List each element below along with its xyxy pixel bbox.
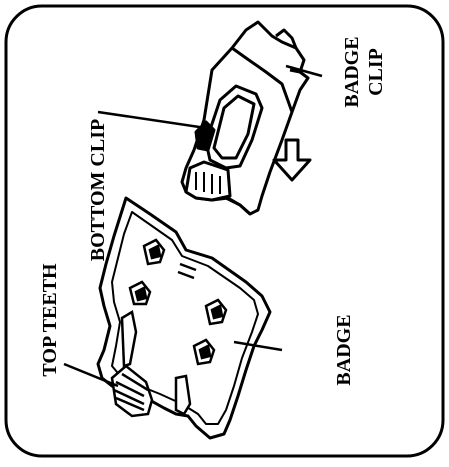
badge-clip-part	[180, 20, 310, 216]
top-teeth	[110, 310, 192, 418]
badge-holes	[128, 238, 228, 366]
label-badge-clip-line2: CLIP	[365, 48, 387, 96]
label-badge: BADGE	[333, 314, 355, 385]
label-badge-clip-line1: BADGE	[341, 36, 363, 107]
leader-bottom-clip	[97, 110, 207, 130]
leader-badge-clip	[285, 64, 323, 78]
leader-top-teeth	[63, 362, 119, 388]
leader-lines	[63, 64, 323, 388]
leader-badge	[233, 340, 283, 352]
arrow-down-icon	[272, 138, 312, 182]
label-bottom-clip: BOTTOM CLIP	[87, 119, 109, 261]
label-top-teeth: TOP TEETH	[39, 263, 61, 377]
diagram-frame	[4, 4, 445, 458]
